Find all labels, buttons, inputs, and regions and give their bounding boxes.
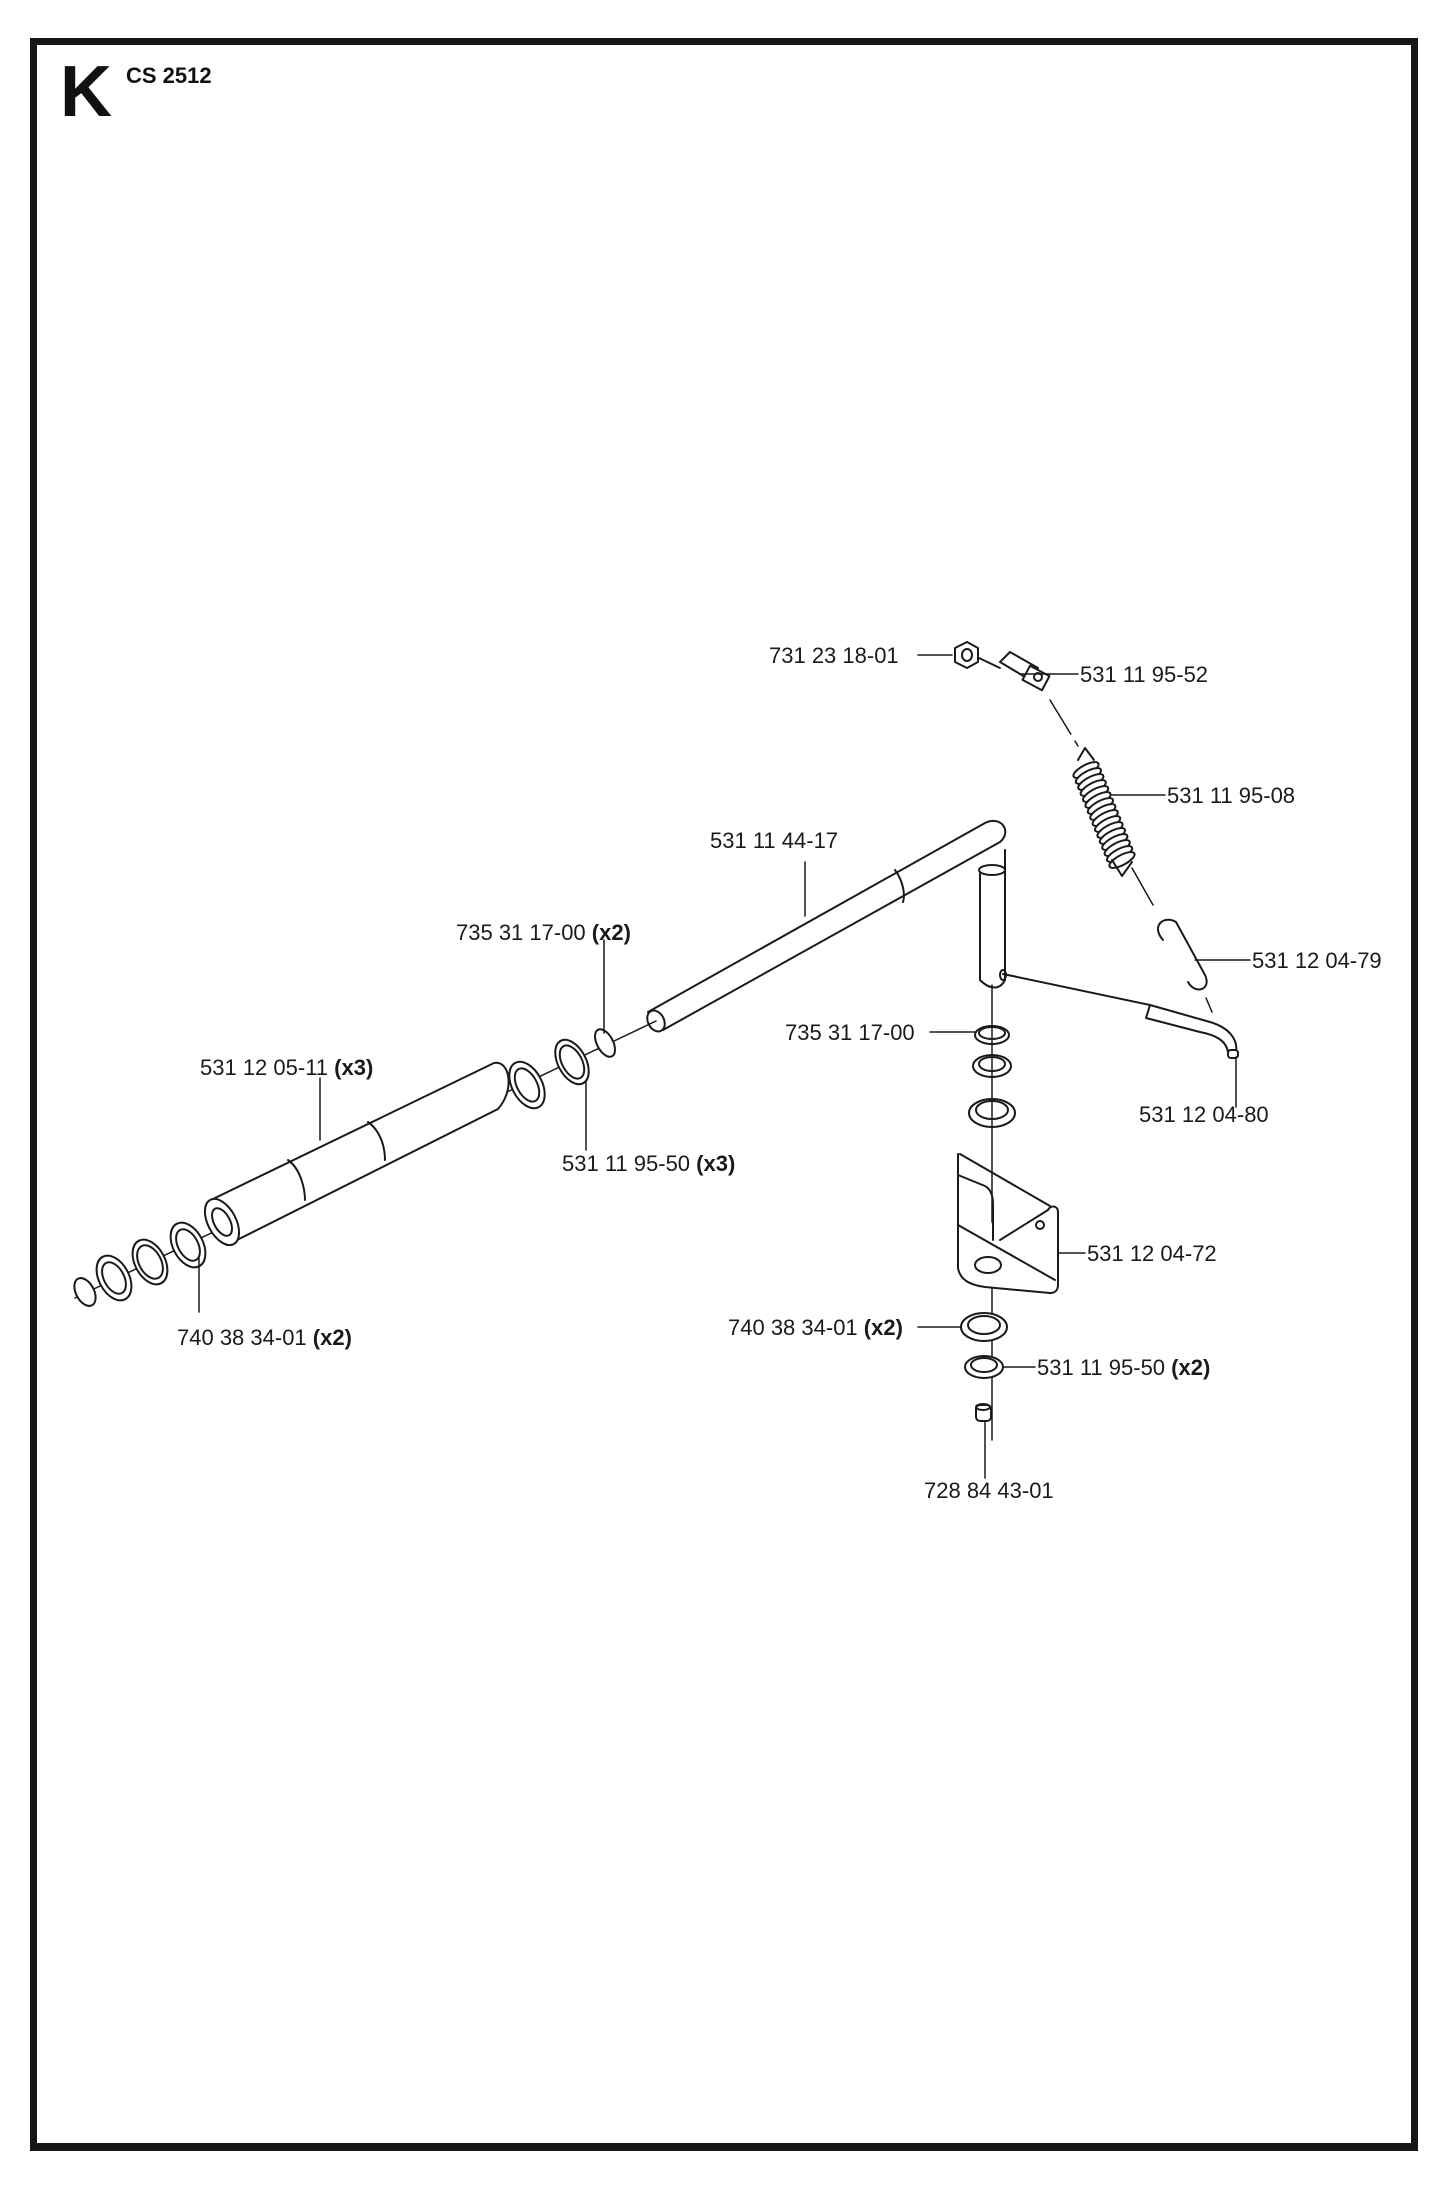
part-label-washer-vertical: 531 11 95-50 (x2) [1037,1355,1211,1380]
vertical-bearing-lower-drawing [960,1312,1008,1342]
upper-washer-drawing [554,1038,590,1086]
leader-lines [198,654,1251,1479]
vertical-circlip-drawing [974,1025,1010,1045]
lower-circlip-drawing [73,1277,97,1307]
part-label-lever-rod: 531 12 04-80 [1139,1102,1269,1127]
part-label-shaft: 531 11 44-17 [710,828,839,853]
roller-drawing [203,1061,510,1247]
model-number: CS 2512 [126,63,212,88]
s-hook-drawing [1157,918,1208,991]
part-label-nut: 731 23 18-01 [769,643,899,668]
part-label-washer-shaft: 531 11 95-50 (x3) [562,1151,736,1176]
hook-rod-axis-line [1205,997,1213,1013]
lower-washer-drawing [131,1238,169,1286]
part-label-bearing-vertical: 740 38 34-01 (x2) [728,1315,903,1340]
vertical-bearing-upper-drawing [968,1098,1016,1128]
spring-axis-line [1049,699,1079,747]
nut-axis-line [978,657,1001,669]
lever-rod-drawing [1002,973,1239,1059]
upper-bearing-drawing [508,1060,546,1110]
part-label-roller: 531 12 05-11 (x3) [200,1055,374,1080]
part-label-cap: 728 84 43-01 [924,1478,1054,1503]
lower-washer-2-drawing [95,1254,133,1302]
part-label-bearing-left: 740 38 34-01 (x2) [177,1325,352,1350]
cap-drawing [975,1403,992,1422]
bracket-drawing [957,1153,1059,1294]
part-label-spring: 531 11 95-08 [1167,783,1296,808]
part-label-s-hook: 531 12 04-79 [1252,948,1382,973]
vertical-washer-lower-drawing [964,1355,1004,1379]
part-label-circlip-vertical: 735 31 17-00 [785,1020,915,1045]
section-letter: K [60,52,112,132]
page-frame [30,38,1418,2151]
nut-drawing [954,641,979,669]
spring-anchor-drawing [999,651,1051,692]
shaft-drawing [646,820,1007,1033]
vertical-washer-upper-drawing [972,1054,1012,1078]
part-label-bracket: 531 12 04-72 [1087,1241,1217,1266]
spring-coil [1108,851,1136,869]
upper-circlip-drawing [594,1028,616,1058]
hook-axis-line [1131,867,1154,906]
part-label-circlip-upper: 735 31 17-00 (x2) [456,920,631,945]
lower-bearing-drawing [169,1221,207,1269]
spring-drawing [1072,747,1136,877]
part-label-spring-anchor: 531 11 95-52 [1080,662,1209,687]
